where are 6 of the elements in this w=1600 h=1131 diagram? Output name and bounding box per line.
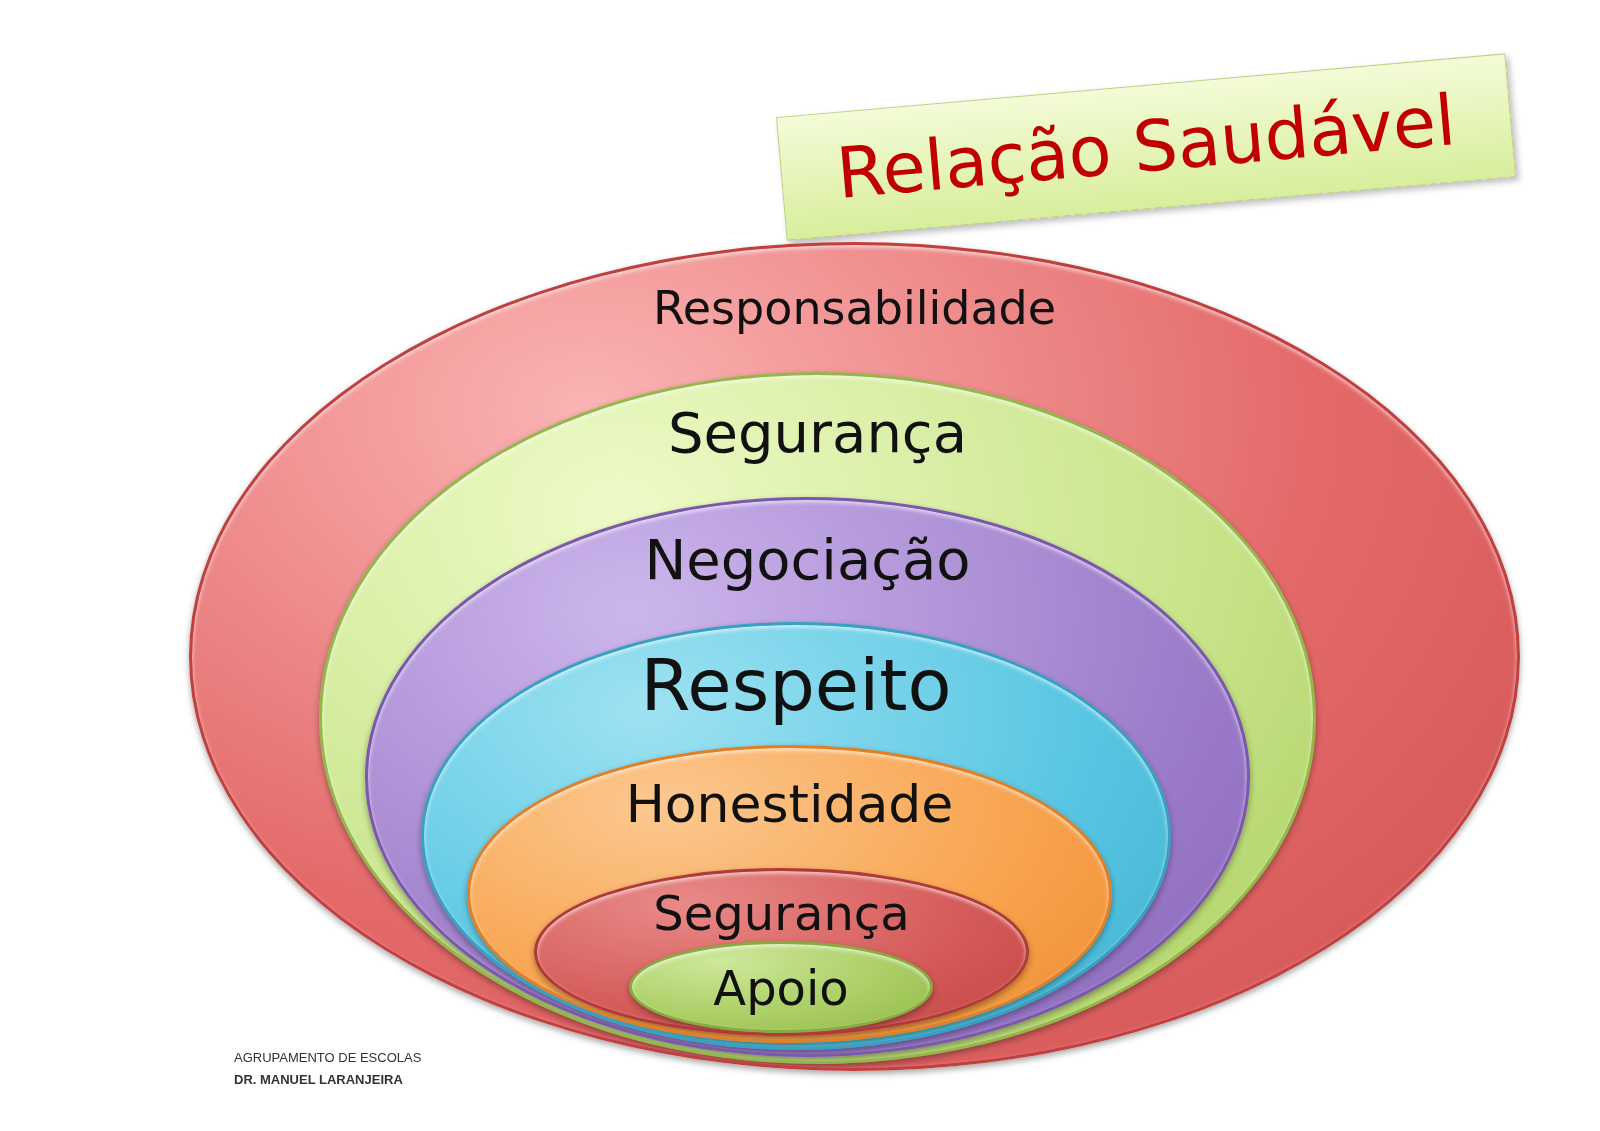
school-name: DR. MANUEL LARANJEIRA (234, 1072, 403, 1087)
ellipse-layer (534, 868, 1029, 1036)
layer-label: Honestidade (624, 778, 955, 830)
title-text: Relação Saudável (833, 79, 1459, 215)
ellipse-layer (629, 941, 933, 1033)
school-name: AGRUPAMENTO DE ESCOLAS (234, 1050, 422, 1065)
